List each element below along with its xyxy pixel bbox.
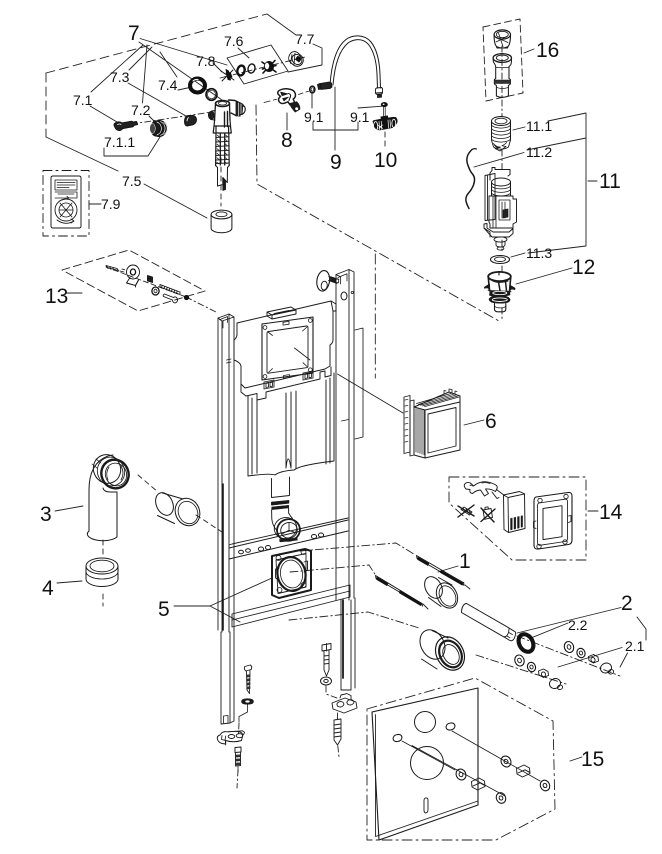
svg-text:10: 10: [374, 149, 397, 172]
svg-text:11.3: 11.3: [526, 245, 552, 261]
svg-text:11.1: 11.1: [526, 118, 552, 134]
svg-text:5: 5: [158, 598, 170, 621]
svg-text:12: 12: [572, 256, 595, 279]
svg-text:9: 9: [330, 151, 342, 174]
svg-text:7: 7: [128, 22, 140, 45]
svg-text:7.3: 7.3: [110, 69, 130, 85]
svg-text:7.7: 7.7: [295, 31, 315, 47]
svg-text:2.1: 2.1: [625, 638, 645, 654]
svg-text:7.2: 7.2: [131, 102, 151, 118]
svg-text:11.2: 11.2: [526, 144, 552, 160]
svg-text:4: 4: [42, 577, 54, 600]
svg-text:14: 14: [599, 501, 623, 524]
svg-text:15: 15: [581, 748, 604, 771]
svg-text:7.8: 7.8: [196, 53, 216, 69]
svg-text:7.6: 7.6: [224, 33, 244, 49]
svg-text:3: 3: [40, 503, 52, 526]
svg-text:13: 13: [45, 285, 68, 308]
svg-text:2: 2: [621, 592, 633, 615]
svg-text:6: 6: [485, 410, 497, 433]
svg-text:7.9: 7.9: [101, 196, 121, 212]
svg-text:2.2: 2.2: [568, 617, 588, 633]
svg-text:7.1.1: 7.1.1: [104, 134, 135, 150]
svg-text:9.1: 9.1: [350, 109, 370, 125]
svg-text:11: 11: [599, 170, 621, 193]
svg-text:7.5: 7.5: [122, 173, 142, 189]
svg-text:1: 1: [459, 550, 471, 573]
svg-text:16: 16: [536, 39, 559, 62]
svg-text:7.4: 7.4: [158, 77, 178, 93]
svg-text:9.1: 9.1: [304, 109, 324, 125]
svg-text:8: 8: [281, 129, 293, 152]
svg-text:7.1: 7.1: [73, 92, 93, 108]
